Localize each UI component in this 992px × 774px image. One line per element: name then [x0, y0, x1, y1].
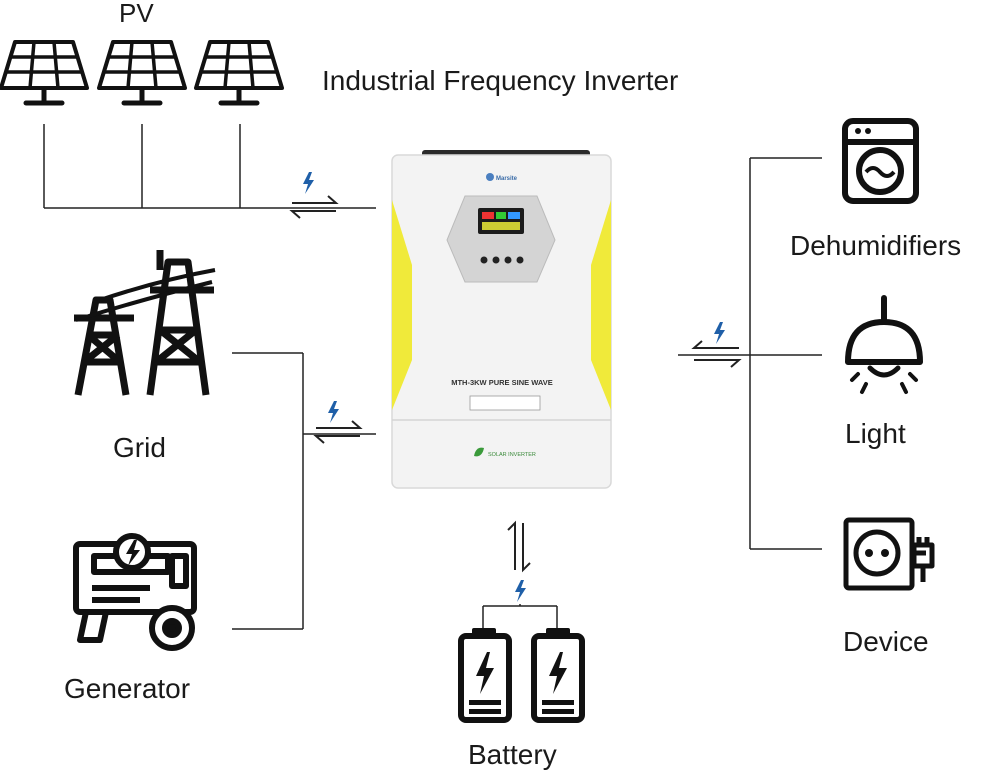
- inverter-brand: Marsite: [496, 176, 518, 182]
- pv-panels: [1, 42, 282, 103]
- pendant-lamp-icon: [845, 295, 923, 394]
- load-wiring: [678, 157, 822, 550]
- grid-label: Grid: [113, 432, 166, 463]
- inverter-model: MTH-3KW PURE SINE WAVE: [451, 378, 553, 387]
- dehumidifiers-label: Dehumidifiers: [790, 230, 962, 261]
- power-tower-icon: [74, 250, 216, 396]
- lightning-bolt-icon: [303, 172, 314, 194]
- washing-machine-icon: [842, 118, 919, 204]
- power-socket-icon: [843, 517, 935, 591]
- inverter-footer: SOLAR INVERTER: [488, 452, 536, 458]
- device-label: Device: [843, 626, 929, 657]
- lightning-bolt-icon: [515, 580, 526, 602]
- battery-wiring: [482, 604, 558, 630]
- solar-panel-icon: [99, 42, 185, 103]
- grid-generator-wiring: [232, 352, 376, 630]
- diagram-title: Industrial Frequency Inverter: [322, 65, 679, 96]
- battery-icon: [458, 628, 585, 723]
- lightning-bolt-icon: [714, 322, 725, 344]
- pv-wiring: [43, 124, 376, 209]
- solar-panel-icon: [1, 42, 87, 103]
- bidirectional-arrow: [291, 195, 337, 219]
- inverter-unit: [391, 150, 612, 489]
- battery-arrows: [507, 520, 531, 573]
- bidirectional-arrow: [691, 340, 742, 368]
- pv-label: PV: [119, 0, 154, 28]
- generator-icon: [73, 533, 197, 651]
- solar-panel-icon: [196, 42, 282, 103]
- generator-label: Generator: [64, 673, 191, 704]
- bidirectional-arrow: [315, 420, 361, 444]
- lightning-bolt-icon: [328, 401, 339, 423]
- battery-label: Battery: [468, 739, 557, 770]
- light-label: Light: [845, 418, 906, 449]
